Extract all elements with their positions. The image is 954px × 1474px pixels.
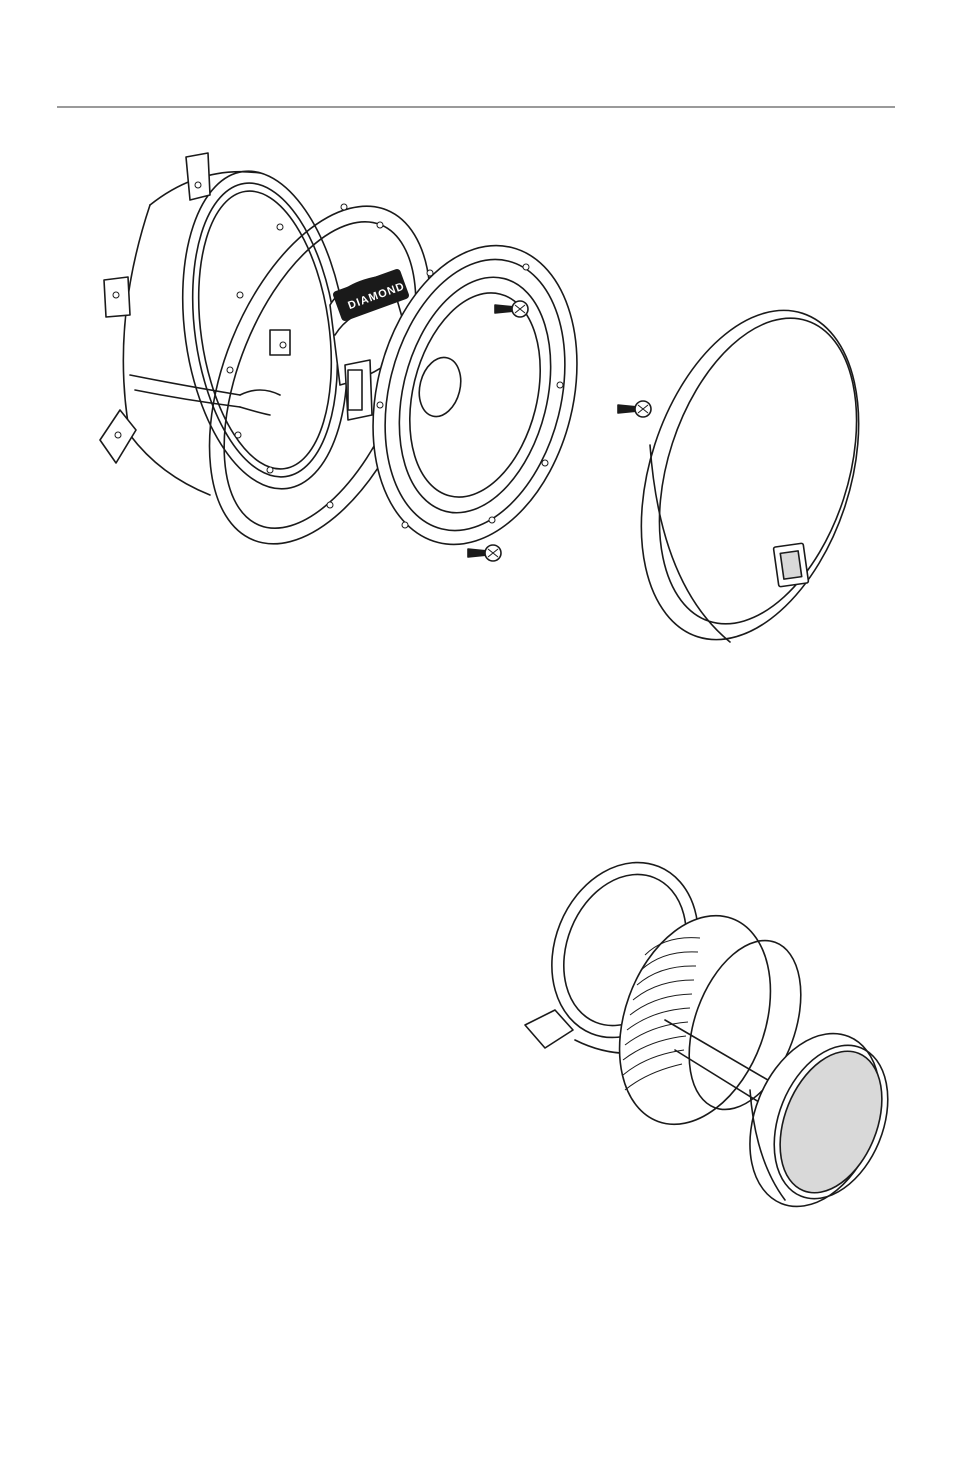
- woofer-exploded-view: DIAMOND: [90, 145, 880, 665]
- tweeter-cup-tab: [525, 1010, 573, 1048]
- screw-bottom: [468, 545, 501, 561]
- mounting-cup: [100, 153, 366, 500]
- grille-cover: [602, 282, 897, 667]
- header-rule: [57, 106, 895, 108]
- mounting-tab-top: [186, 153, 210, 200]
- mounting-tab-left: [104, 277, 130, 317]
- mounting-tab-bottom: [100, 410, 136, 463]
- screw-grille: [618, 401, 651, 417]
- tweeter-exploded-view: [515, 860, 895, 1220]
